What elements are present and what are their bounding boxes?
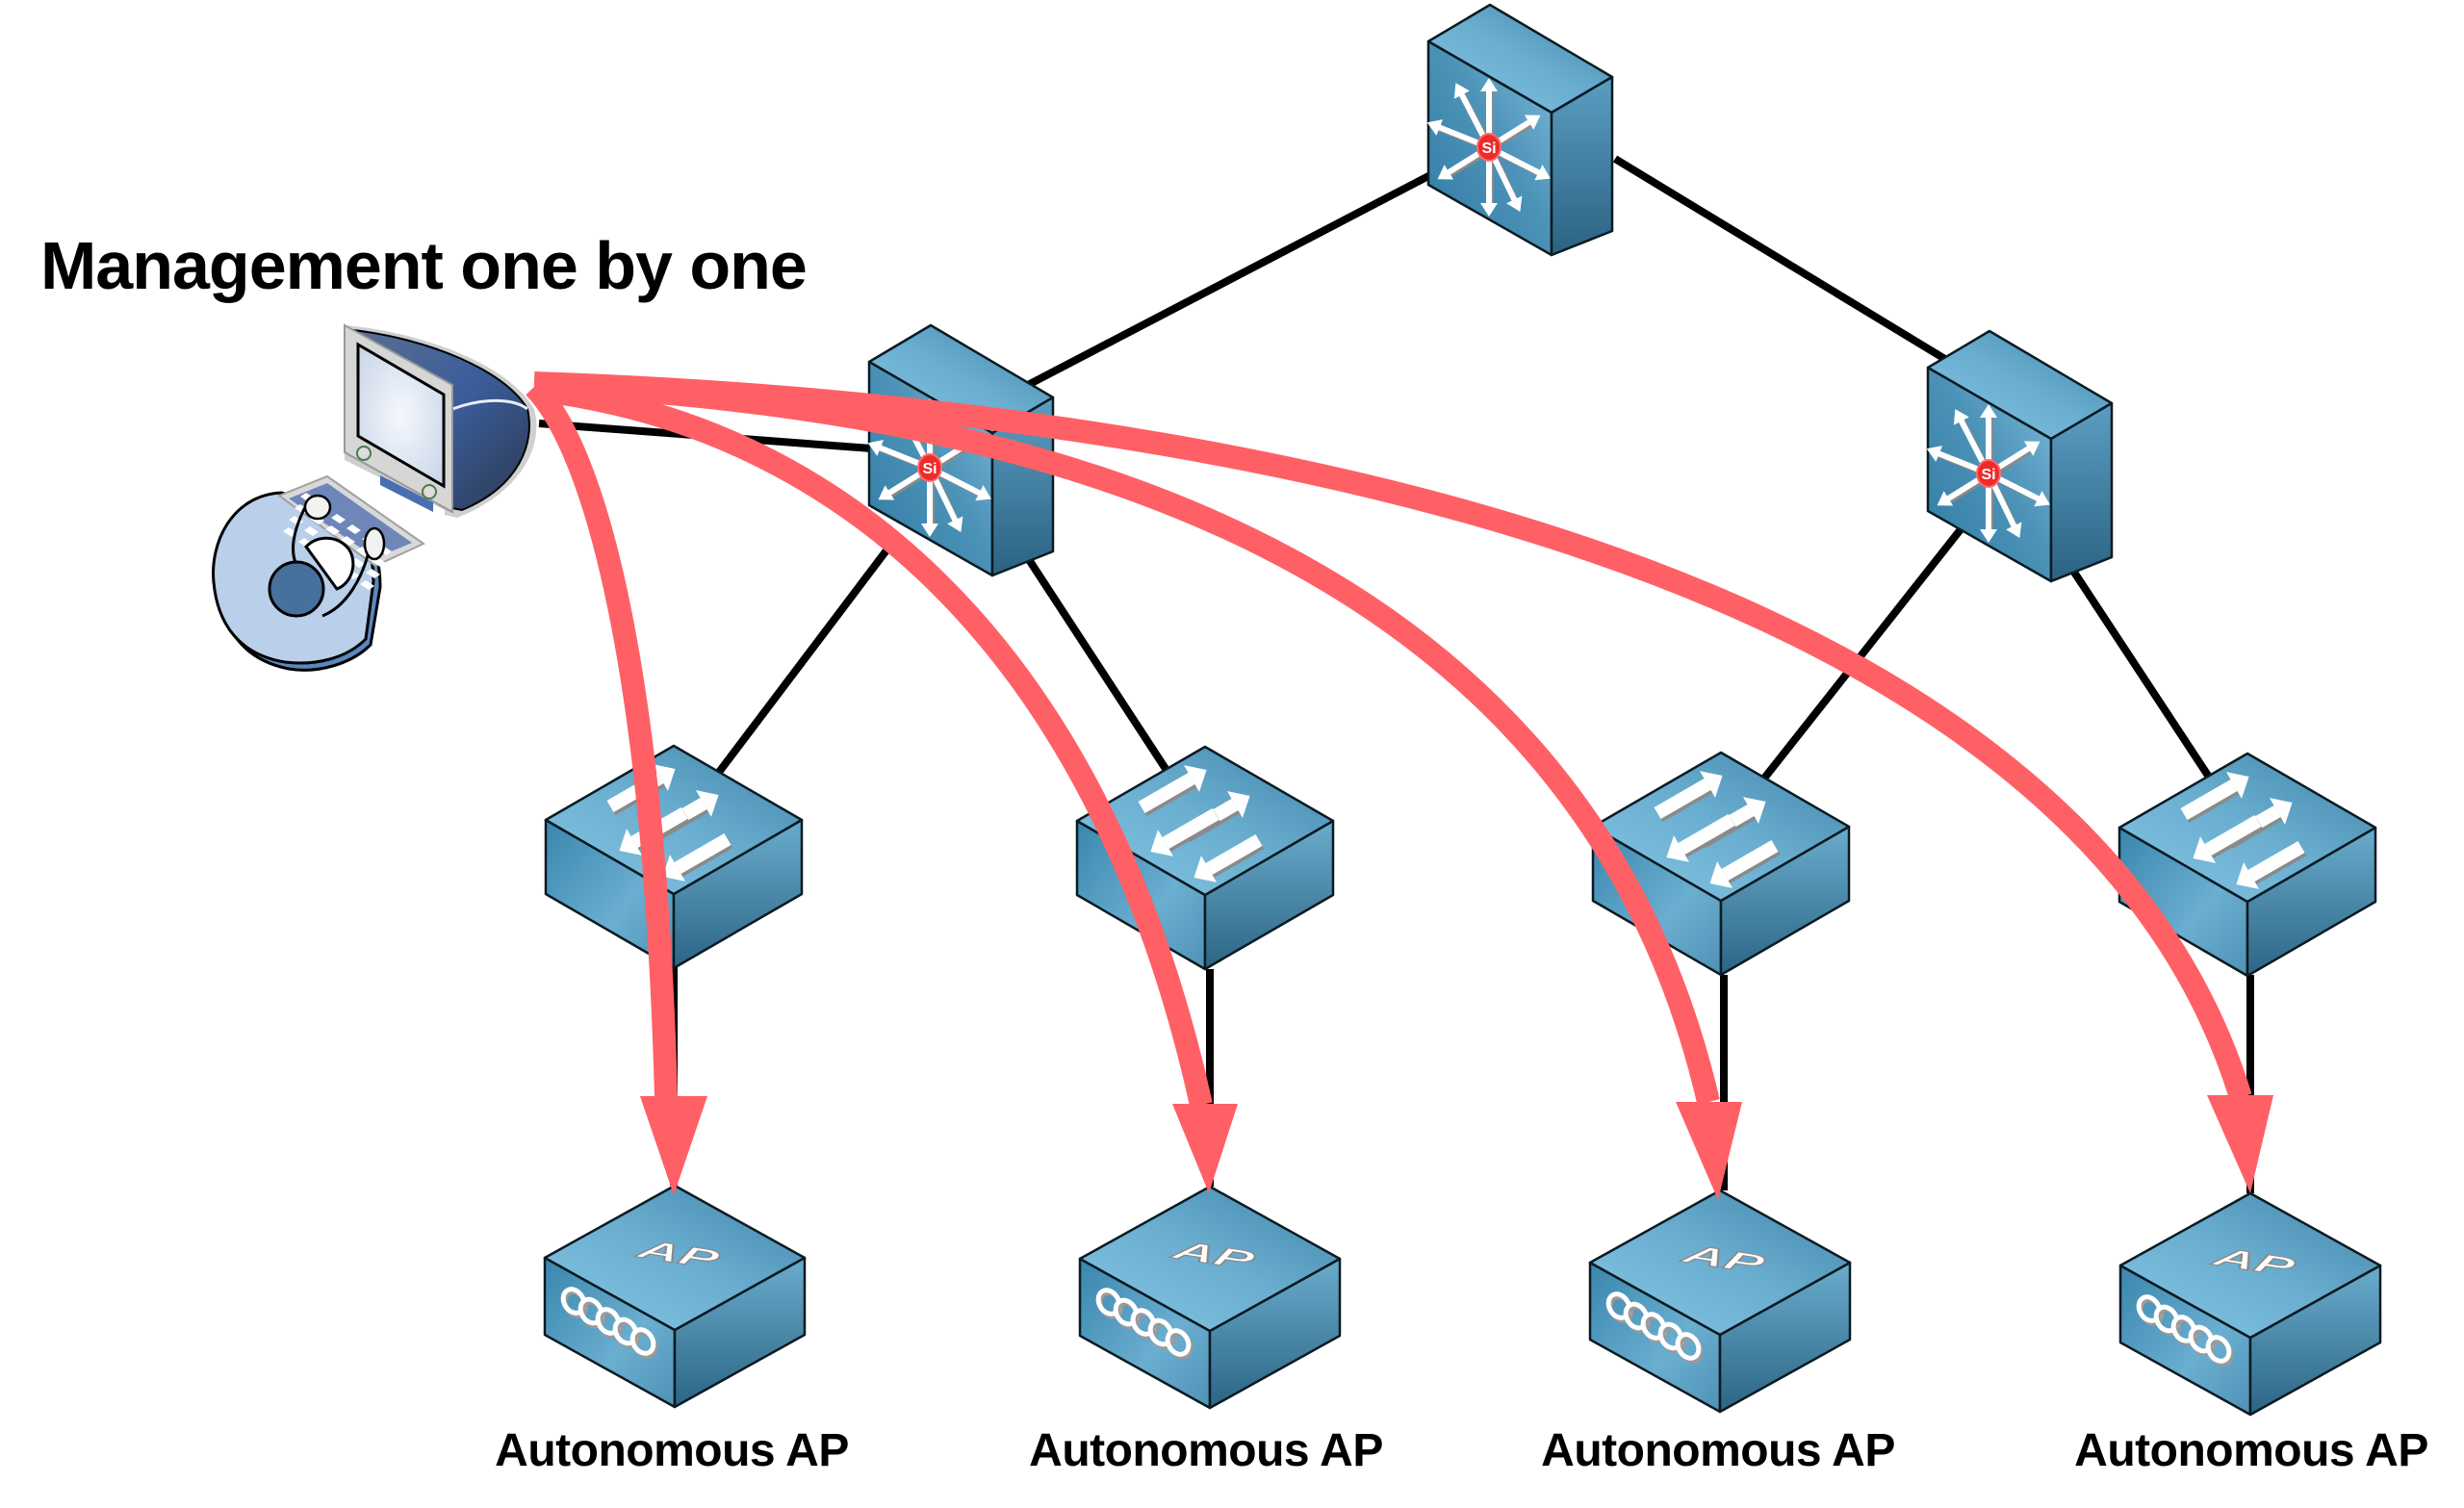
antenna-chain-icon	[1605, 1291, 1704, 1364]
link-dist-switch-right-to-access-switch-4	[2067, 565, 2220, 790]
arrowhead-icon	[1676, 1102, 1742, 1200]
si-badge-icon	[1476, 133, 1502, 162]
ap-2[interactable]: AP	[1078, 1185, 1342, 1410]
arrow-shaft	[532, 378, 1213, 1108]
switch-arrows-icon	[1654, 771, 1781, 888]
antenna-chain-icon	[1095, 1288, 1194, 1360]
access-switch-3[interactable]	[1591, 751, 1851, 977]
multilayer-arrows-icon: Si	[1426, 78, 1551, 217]
access-switch-4[interactable]	[2118, 752, 2377, 978]
arrowhead-icon	[640, 1096, 707, 1195]
left-hand-icon	[303, 494, 332, 521]
antenna-chain-icon	[560, 1287, 658, 1359]
si-badge-icon	[917, 453, 942, 482]
dist-switch-right[interactable]: Si	[1926, 329, 2114, 583]
core-switch[interactable]: Si	[1426, 3, 1614, 257]
arrow-shaft	[533, 371, 2252, 1101]
management-arrow-to-ap-2	[532, 378, 1238, 1193]
arrow-shaft	[533, 373, 1720, 1105]
monitor-icon	[344, 323, 537, 518]
ap-label-3: Autonomous AP	[1541, 1425, 1895, 1476]
link-dist-switch-left-to-access-switch-2	[1024, 555, 1173, 778]
switch-arrows-icon	[2180, 772, 2307, 889]
multilayer-arrows-icon: Si	[1926, 404, 2050, 543]
link-dist-switch-right-to-access-switch-3	[1756, 517, 1972, 787]
ap-label-2: Autonomous AP	[1029, 1425, 1383, 1476]
management-arrow-to-ap-4	[533, 371, 2273, 1193]
si-badge-text: Si	[922, 461, 937, 477]
antenna-chain-icon	[2136, 1294, 2234, 1367]
arrowhead-icon	[1172, 1104, 1238, 1193]
connection-links	[538, 155, 2254, 1193]
management-arrow-to-ap-1	[526, 378, 707, 1195]
ap-label-1: Autonomous AP	[495, 1425, 849, 1476]
page-title: Management one by one	[40, 228, 808, 303]
management-station[interactable]	[212, 323, 537, 672]
right-hand-icon	[363, 526, 386, 561]
access-switch-1[interactable]	[544, 744, 804, 970]
ap-1[interactable]: AP	[543, 1184, 807, 1409]
link-core-switch-to-dist-switch-left	[1026, 171, 1432, 389]
arrow-shaft	[526, 378, 678, 1098]
link-dist-switch-left-to-access-switch-1	[713, 536, 899, 778]
user-head-icon	[268, 560, 325, 618]
ap-4[interactable]: AP	[2118, 1191, 2382, 1417]
switch-arrows-icon	[1138, 765, 1265, 882]
si-badge-text: Si	[1981, 467, 1995, 483]
link-core-switch-to-dist-switch-right	[1612, 155, 1951, 365]
management-arrows	[526, 371, 2273, 1200]
ap-3[interactable]: AP	[1588, 1189, 1852, 1414]
arrowhead-icon	[2207, 1095, 2273, 1193]
ap-label-4: Autonomous AP	[2074, 1425, 2428, 1476]
si-badge-icon	[1976, 459, 2001, 488]
si-badge-text: Si	[1481, 141, 1496, 157]
